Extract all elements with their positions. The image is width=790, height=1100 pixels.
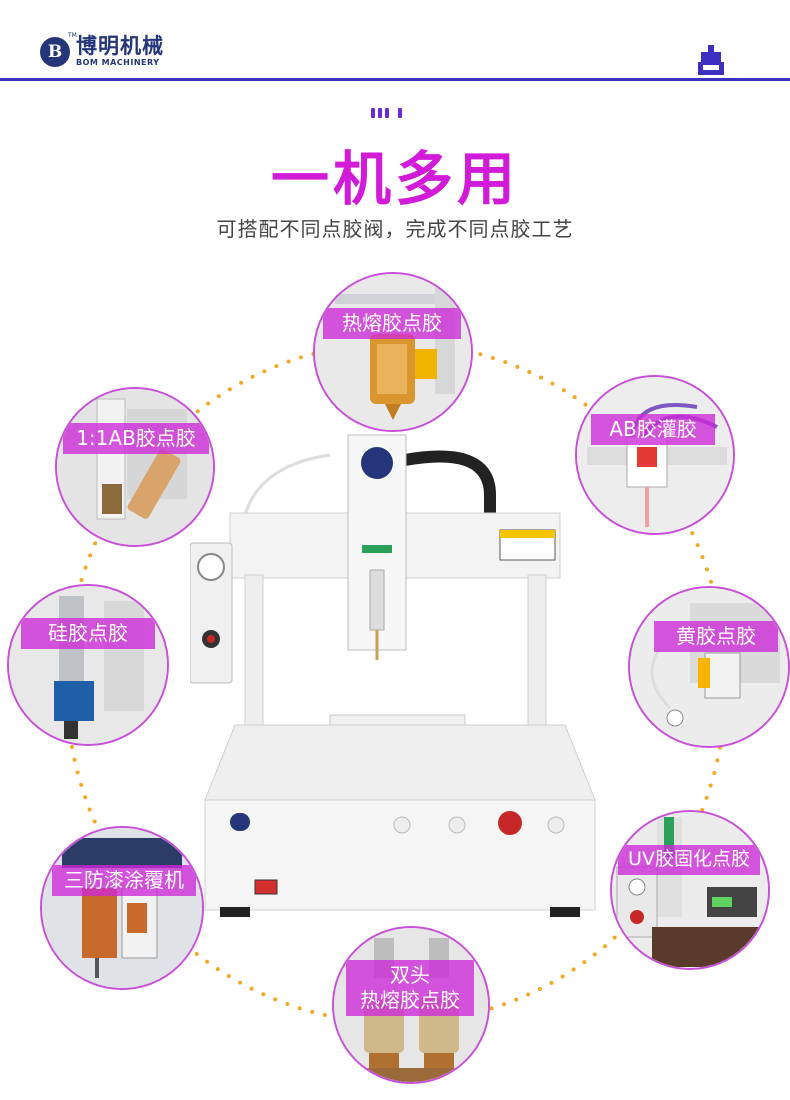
- ab-1-1-valve-image: [57, 389, 213, 545]
- app-label-ab-1-1: 1:1AB胶点胶: [63, 423, 209, 454]
- dispensing-machine-illustration: [190, 434, 596, 917]
- app-bubble-ab-potting[interactable]: AB胶灌胶: [575, 375, 735, 535]
- ab-potting-valve-image: [577, 377, 733, 533]
- app-bubble-butter[interactable]: 黄胶点胶: [628, 586, 790, 748]
- brand-text: 博明机械 BOM MACHINERY: [76, 36, 164, 67]
- uv-curing-image: [612, 812, 768, 968]
- silicone-valve-image: [9, 586, 167, 744]
- app-label-dual-hot-melt: 双头 热熔胶点胶: [346, 960, 474, 1016]
- app-label-ab-potting: AB胶灌胶: [591, 414, 715, 445]
- butter-valve-image: [630, 588, 788, 746]
- trademark: TM: [68, 32, 77, 39]
- app-label-dual-line1: 双头: [390, 963, 430, 987]
- app-label-hot-melt: 热熔胶点胶: [323, 308, 461, 339]
- brand-logo[interactable]: B TM 博明机械 BOM MACHINERY: [40, 32, 164, 67]
- app-bubble-conformal[interactable]: 三防漆涂覆机: [40, 826, 204, 990]
- dispensing-machine-icon[interactable]: [698, 45, 724, 75]
- brand-name-cn: 博明机械: [76, 34, 164, 58]
- brand-mark-icon: B: [40, 36, 70, 67]
- app-bubble-dual-hot-melt[interactable]: 双头 热熔胶点胶: [332, 926, 490, 1084]
- conformal-coating-image: [42, 828, 202, 988]
- app-label-butter: 黄胶点胶: [654, 621, 778, 652]
- decorative-dots: [371, 108, 402, 118]
- app-bubble-ab-1-1[interactable]: 1:1AB胶点胶: [55, 387, 215, 547]
- header: B TM 博明机械 BOM MACHINERY: [0, 0, 790, 81]
- app-label-conformal: 三防漆涂覆机: [52, 865, 196, 896]
- header-divider: [0, 78, 790, 81]
- app-label-uv: UV胶固化点胶: [618, 845, 760, 875]
- hot-melt-valve-image: [315, 274, 471, 430]
- app-label-dual-line2: 热熔胶点胶: [360, 988, 460, 1012]
- page-title: 一机多用: [270, 145, 519, 213]
- page-subtitle: 可搭配不同点胶阀，完成不同点胶工艺: [216, 217, 574, 241]
- app-bubble-silicone[interactable]: 硅胶点胶: [7, 584, 169, 746]
- brand-name-en: BOM MACHINERY: [76, 58, 160, 67]
- app-bubble-hot-melt[interactable]: 热熔胶点胶: [313, 272, 473, 432]
- app-bubble-uv[interactable]: UV胶固化点胶: [610, 810, 770, 970]
- app-label-silicone: 硅胶点胶: [21, 618, 155, 649]
